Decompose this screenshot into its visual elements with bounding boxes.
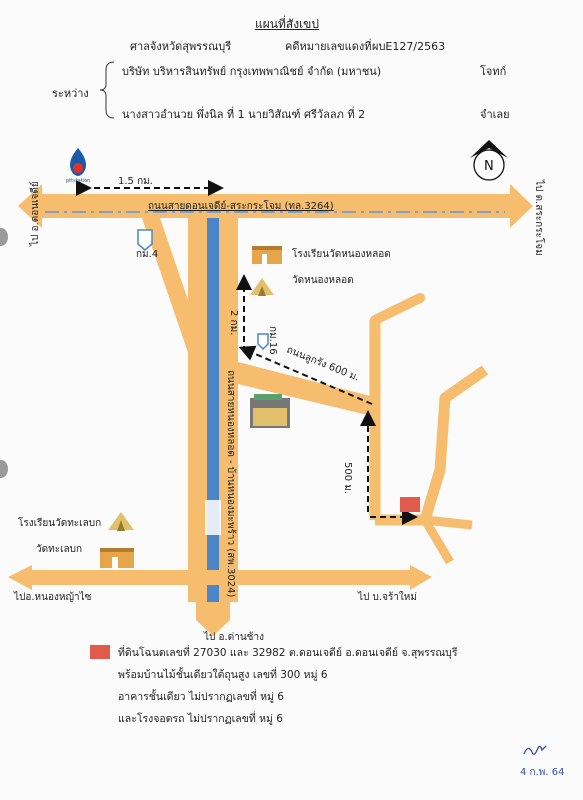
court-name: ศาลจังหวัดสุพรรณบุรี xyxy=(130,40,232,53)
plaintiff-role: โจทก์ xyxy=(480,65,507,78)
km-marker-4-icon xyxy=(137,229,153,251)
legend-line-2: พร้อมบ้านไม้ชั้นเดียวใต้ถุนสูง เลขที่ 30… xyxy=(118,669,328,681)
school-icon xyxy=(252,246,282,264)
signature xyxy=(523,745,547,755)
distance-2-label: 2 กม. xyxy=(228,310,239,335)
lower-road xyxy=(8,565,432,590)
side-road-east xyxy=(375,365,489,526)
to-nong-ya-sai-label: ไปอ.หนองหญ้าไซ xyxy=(13,591,92,603)
north-arrow-icon xyxy=(470,140,508,181)
binder-hole xyxy=(0,460,8,478)
case-label: คดีหมายเลขแดงที่ xyxy=(285,40,372,53)
legend-line-3: อาคารชั้นเดียว ไม่ปรากฏเลขที่ หมู่ 6 xyxy=(118,691,284,703)
side-road-fork-1 xyxy=(424,515,473,530)
distance-1-label: 1.5 กม. xyxy=(118,176,153,187)
main-road-label: ถนนสายดอนเจดีย์-สระกระโจม (ทล.3264) xyxy=(148,199,334,212)
to-sra-krachom-label: ไป ต.สระกระโจม xyxy=(533,179,546,256)
km-16-label: กม.16 xyxy=(267,326,278,355)
plaintiff-name: บริษัท บริหารสินทรัพย์ กรุงเทพพาณิชย์ จำ… xyxy=(122,65,382,78)
school-icon-2 xyxy=(100,548,134,568)
date-note: 4 ก.พ. 64 xyxy=(520,767,565,778)
canal-white-band xyxy=(205,500,221,535)
legend-line-4: และโรงจอดรถ ไม่ปรากฏเลขที่ หมู่ 6 xyxy=(118,713,283,725)
school-2-label: โรงเรียนวัดทะเลบก xyxy=(18,516,101,529)
to-don-chedi-label: ไป อ.ดอนเจดีย์ xyxy=(29,181,41,247)
defendant-name: นางสาวอำนวย พึ่งนิล ที่ 1 นายวิสัณฑ์ ศรี… xyxy=(122,108,366,121)
case-number: ผบE127/2563 xyxy=(372,40,446,53)
north-label: N xyxy=(484,159,494,174)
temple-icon xyxy=(250,278,274,296)
property-marker xyxy=(400,497,420,512)
temple-1-label: วัดหนองหลอด xyxy=(292,275,354,286)
side-road-network xyxy=(370,293,425,325)
defendant-role: จำเลย xyxy=(480,108,510,121)
ptt-label: pttstation xyxy=(66,178,90,184)
to-chan-mai-label: ไป บ.จร้าใหม่ xyxy=(357,591,417,603)
school-1-label: โรงเรียนวัดหนองหลอด xyxy=(292,247,391,260)
legend-line-1: ที่ดินโฉนดเลขที่ 27030 และ 32982 ต.ดอนเจ… xyxy=(118,647,458,659)
ptt-logo-icon xyxy=(70,148,86,176)
shop-icon xyxy=(250,394,290,428)
km-4-label: กม.4 xyxy=(136,249,158,260)
village-road-label: ถนนสายหนองหลอด - บ้านหนองมะพร้าว (สพ.302… xyxy=(225,370,237,597)
distance-arrow-3 xyxy=(238,345,373,405)
canal xyxy=(207,218,219,602)
temple-2-label: วัดทะเลบก xyxy=(36,544,82,555)
legend-swatch xyxy=(90,645,110,659)
km-marker-16-icon xyxy=(257,333,269,351)
page-title: แผนที่สังเขป xyxy=(255,17,319,31)
to-dan-chang-label: ไป อ.ด่านช้าง xyxy=(203,631,264,643)
temple-icon-2 xyxy=(108,512,134,531)
binder-hole xyxy=(0,228,8,246)
between-label: ระหว่าง xyxy=(52,87,89,100)
laterite-road xyxy=(238,362,378,416)
distance-3-label: 500 ม. xyxy=(342,462,353,494)
brace xyxy=(99,61,115,119)
side-road-fork-2 xyxy=(421,517,454,565)
